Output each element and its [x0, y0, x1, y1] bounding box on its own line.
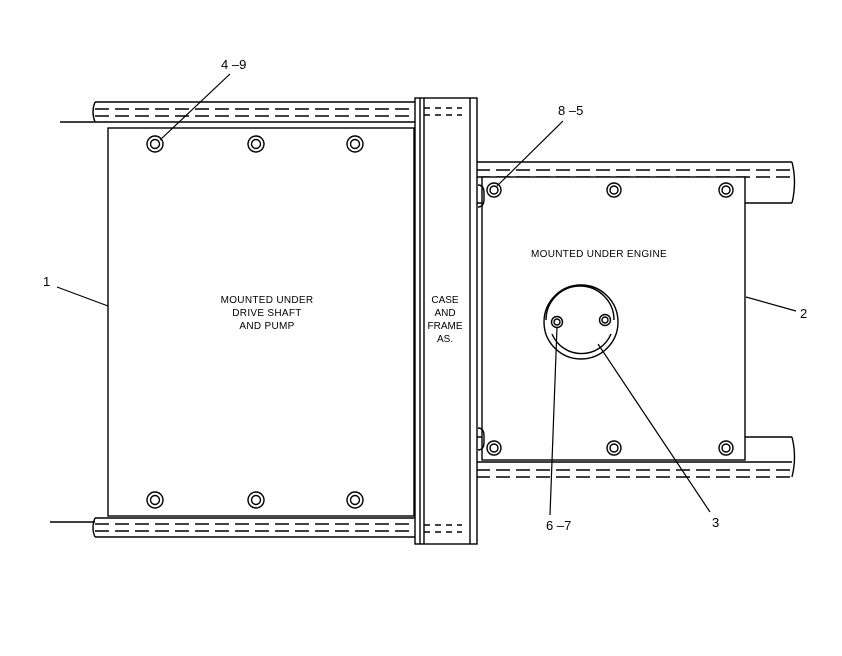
- left-frame-rail-top: [60, 101, 415, 123]
- case-label-line-2: AND: [434, 308, 455, 319]
- left-plate-label-line-1: MOUNTED UNDER: [221, 295, 314, 306]
- flange-bolt: [598, 313, 612, 327]
- case-label-line-4: AS.: [437, 334, 453, 345]
- callout-6-7: 6 –7: [546, 518, 571, 533]
- callout-8-5: 8 –5: [558, 103, 583, 118]
- leader-lines: [56, 73, 797, 516]
- left-plate-bolts: [146, 135, 364, 509]
- case-label-line-1: CASE: [431, 295, 459, 306]
- bolt: [247, 135, 265, 153]
- callout-4-9: 4 –9: [221, 57, 246, 72]
- left-frame-rail-bottom: [50, 517, 415, 538]
- case-frame-assembly: [414, 97, 478, 545]
- callout-1: 1: [43, 274, 50, 289]
- callout-3: 3: [712, 515, 719, 530]
- bolt: [346, 135, 364, 153]
- bolt: [146, 491, 164, 509]
- right-plate-bolts: [486, 182, 734, 456]
- bolt: [486, 440, 502, 456]
- case-label-line-3: FRAME: [428, 321, 463, 332]
- bolt: [606, 440, 622, 456]
- bolt: [718, 182, 734, 198]
- left-plate-label-line-3: AND PUMP: [239, 321, 294, 332]
- right-plate-label: MOUNTED UNDER ENGINE: [531, 249, 667, 260]
- bolt: [486, 182, 502, 198]
- left-plate: [107, 127, 415, 517]
- right-plate-mount-lugs: [477, 184, 485, 451]
- bolt: [606, 182, 622, 198]
- callout-2: 2: [800, 306, 807, 321]
- bolt: [718, 440, 734, 456]
- bolt: [146, 135, 164, 153]
- bolt: [346, 491, 364, 509]
- bolt: [247, 491, 265, 509]
- left-plate-label-line-2: DRIVE SHAFT: [232, 308, 301, 319]
